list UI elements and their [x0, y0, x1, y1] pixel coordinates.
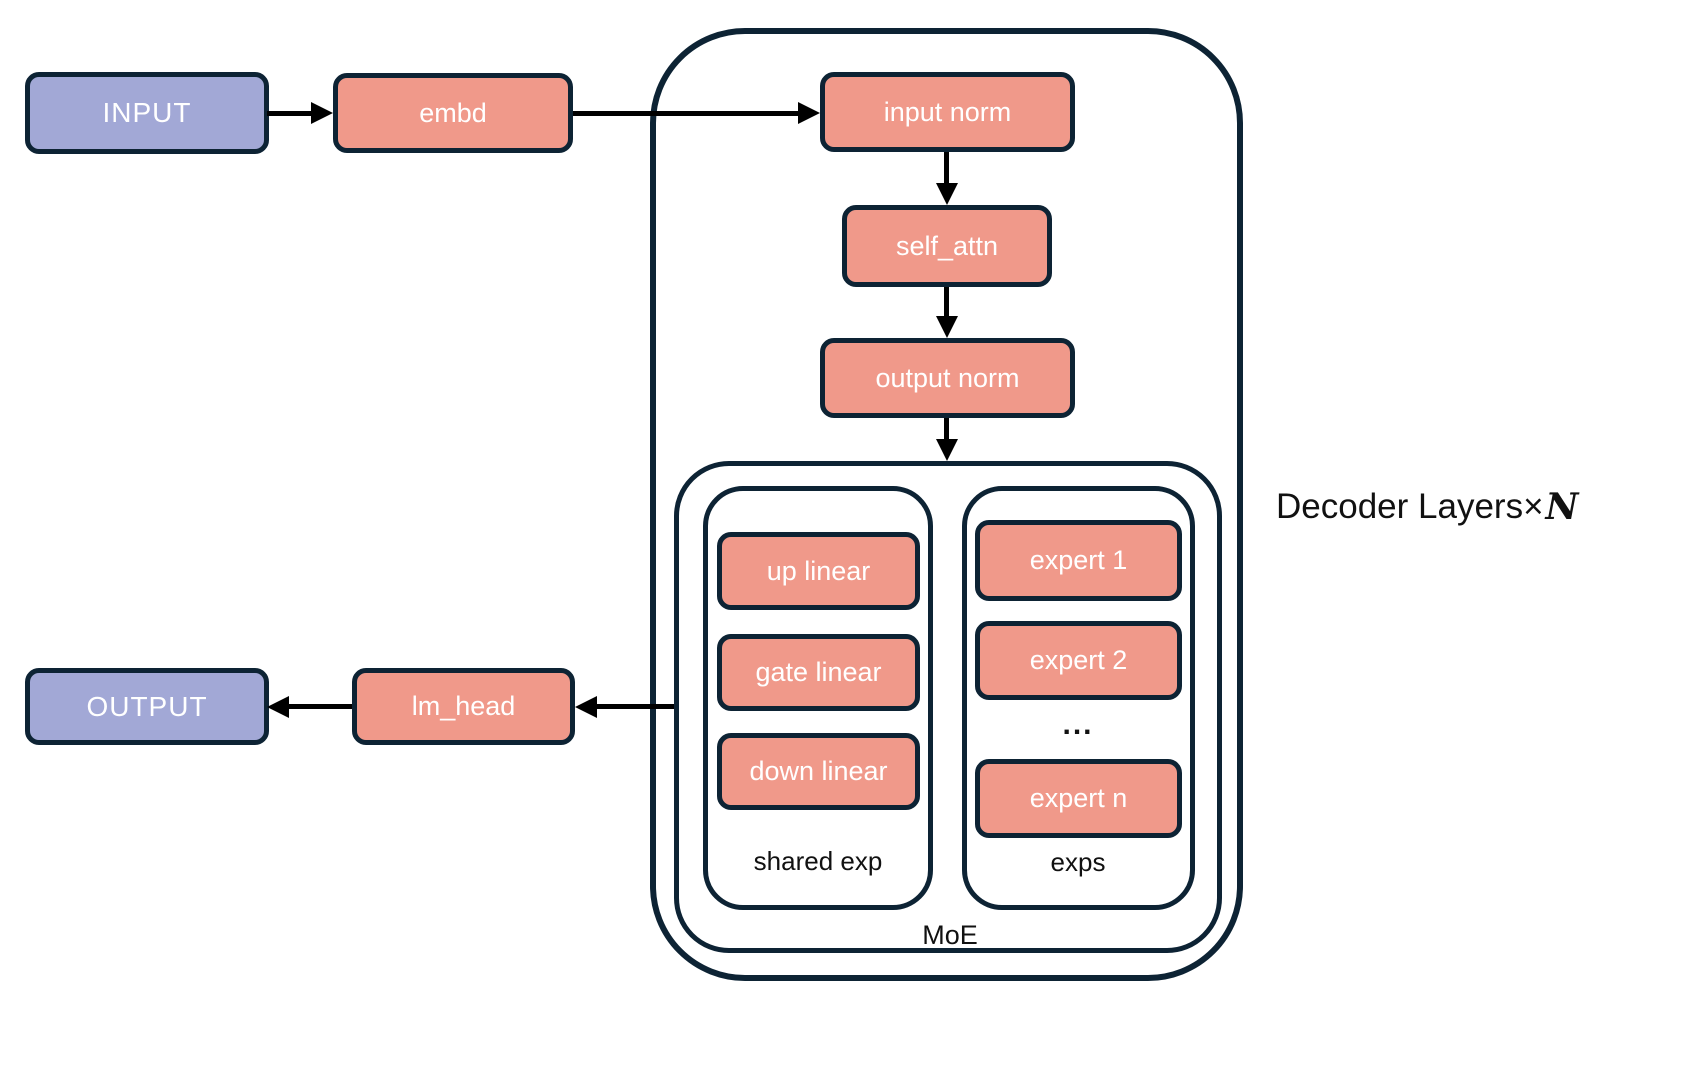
- embd-node: embd: [333, 73, 573, 153]
- arrowhead-self-attn-to-output-norm: [936, 316, 958, 338]
- arrow-self-attn-to-output-norm: [944, 287, 949, 318]
- decoder-layers-container: [650, 28, 1243, 981]
- self-attn-node: self_attn: [842, 205, 1052, 287]
- up-linear-node: up linear: [717, 532, 920, 610]
- arrow-moe-to-lm-head: [595, 704, 674, 709]
- arrow-lm-head-to-output: [287, 704, 352, 709]
- decoder-layers-label-n: N: [1545, 486, 1579, 528]
- input-node: INPUT: [25, 72, 269, 154]
- moe-label: MoE: [922, 919, 978, 950]
- arrow-embd-to-input-norm: [573, 111, 800, 116]
- expert-1-node: expert 1: [975, 520, 1182, 601]
- arrowhead-moe-to-lm-head: [575, 696, 597, 718]
- arrow-input-norm-to-self-attn: [944, 152, 949, 187]
- gate-linear-node: gate linear: [717, 634, 920, 711]
- decoder-layers-label: Decoder Layers× N: [1276, 485, 1578, 529]
- arrow-output-norm-to-moe: [944, 418, 949, 441]
- arrow-input-to-embd: [267, 111, 315, 116]
- shared-exp-container: [703, 486, 933, 910]
- output-node: OUTPUT: [25, 668, 269, 745]
- shared-exp-label: shared exp: [753, 845, 883, 876]
- arrowhead-lm-head-to-output: [267, 696, 289, 718]
- arrowhead-embd-to-input-norm: [798, 102, 820, 124]
- expert-n-node: expert n: [975, 759, 1182, 838]
- input-norm-node: input norm: [820, 72, 1075, 152]
- lm-head-node: lm_head: [352, 668, 575, 745]
- arrowhead-output-norm-to-moe: [936, 439, 958, 461]
- decoder-layers-label-text: Decoder Layers×: [1276, 487, 1544, 526]
- down-linear-node: down linear: [717, 733, 920, 810]
- moe-container: [674, 461, 1222, 953]
- arrowhead-input-to-embd: [311, 102, 333, 124]
- exps-label: exps: [1050, 846, 1106, 877]
- arrowhead-input-norm-to-self-attn: [936, 183, 958, 205]
- experts-ellipsis: ...: [1062, 708, 1094, 741]
- expert-2-node: expert 2: [975, 621, 1182, 700]
- output-norm-node: output norm: [820, 338, 1075, 418]
- exps-container: [962, 486, 1195, 910]
